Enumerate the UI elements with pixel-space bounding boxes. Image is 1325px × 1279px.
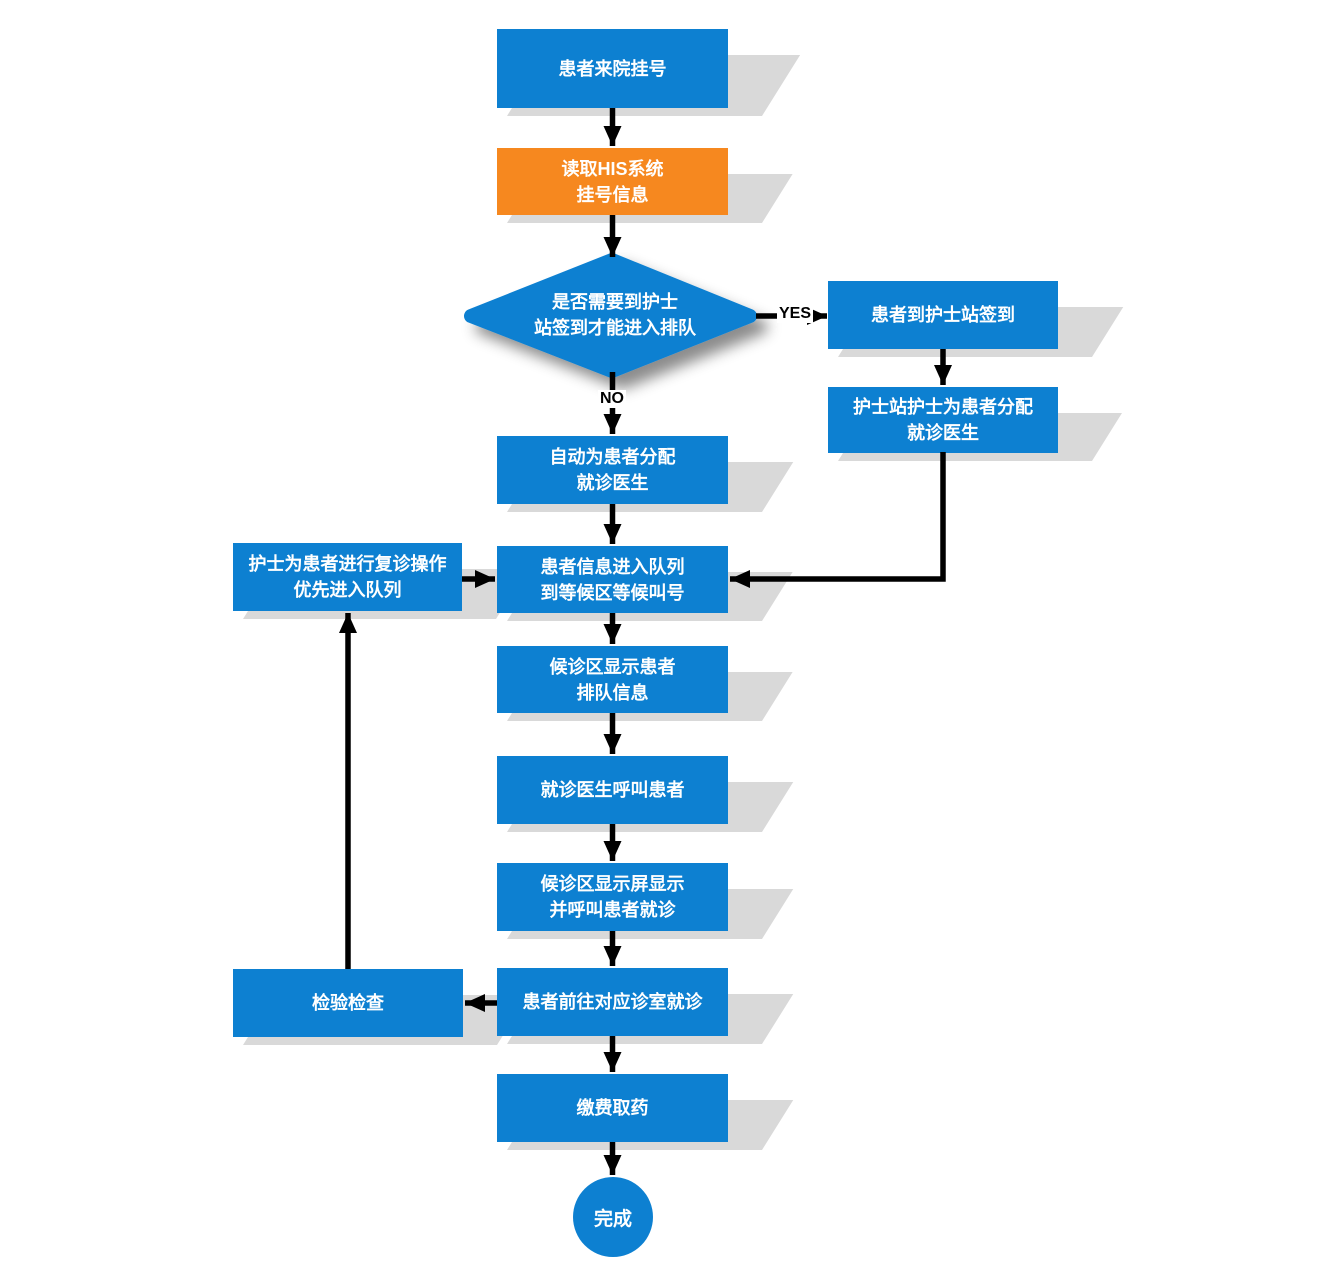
- node-lab-exam: 检验检查: [233, 969, 463, 1037]
- node-signin-nurse-station: 患者到护士站签到: [828, 281, 1058, 349]
- node-register: 患者来院挂号: [497, 29, 728, 108]
- node-nurse-assign-doctor: 护士站护士为患者分配 就诊医生: [828, 387, 1058, 453]
- node-screen-display-call: 候诊区显示屏显示 并呼叫患者就诊: [497, 863, 728, 931]
- node-pay-medicine: 缴费取药: [497, 1074, 728, 1142]
- node-pay-medicine-label: 缴费取药: [576, 1098, 649, 1118]
- node-signin-nurse-station-label: 患者到护士站签到: [871, 305, 1015, 325]
- node-enter-queue-label: 患者信息进入队列 到等候区等候叫号: [540, 556, 685, 603]
- node-read-his: 读取HIS系统 挂号信息: [497, 148, 728, 215]
- decision-diamond-shape: [464, 253, 757, 378]
- node-display-queue-info: 候诊区显示患者 排队信息: [497, 646, 728, 713]
- node-read-his-label: 读取HIS系统 挂号信息: [561, 158, 664, 205]
- node-revisit-priority: 护士为患者进行复诊操作 优先进入队列: [233, 543, 462, 611]
- node-done-label: 完成: [593, 1208, 632, 1230]
- node-register-label: 患者来院挂号: [558, 58, 667, 79]
- node-goto-room-label: 患者前往对应诊室就诊: [522, 992, 703, 1012]
- node-enter-queue: 患者信息进入队列 到等候区等候叫号: [497, 546, 728, 613]
- node-goto-room: 患者前往对应诊室就诊: [497, 968, 728, 1036]
- node-display-queue-info-label: 候诊区显示患者 排队信息: [549, 656, 676, 703]
- node-lab-exam-label: 检验检查: [312, 993, 384, 1013]
- node-need-nurse-signin: 是否需要到护士 站签到才能进入排队: [450, 240, 780, 390]
- node-revisit-priority-label: 护士为患者进行复诊操作 优先进入队列: [248, 554, 447, 600]
- node-need-nurse-signin-label: 是否需要到护士 站签到才能进入排队: [534, 292, 696, 338]
- node-screen-display-call-label: 候诊区显示屏显示 并呼叫患者就诊: [540, 874, 685, 920]
- branch-label-no: NO: [598, 390, 626, 408]
- node-doctor-call: 就诊医生呼叫患者: [497, 756, 728, 824]
- node-auto-assign-doctor: 自动为患者分配 就诊医生: [497, 436, 728, 504]
- node-doctor-call-label: 就诊医生呼叫患者: [540, 780, 685, 800]
- node-nurse-assign-doctor-label: 护士站护士为患者分配 就诊医生: [853, 397, 1033, 443]
- node-done: 完成: [573, 1177, 653, 1257]
- branch-label-yes: YES: [777, 305, 814, 323]
- node-auto-assign-doctor-label: 自动为患者分配 就诊医生: [549, 447, 676, 493]
